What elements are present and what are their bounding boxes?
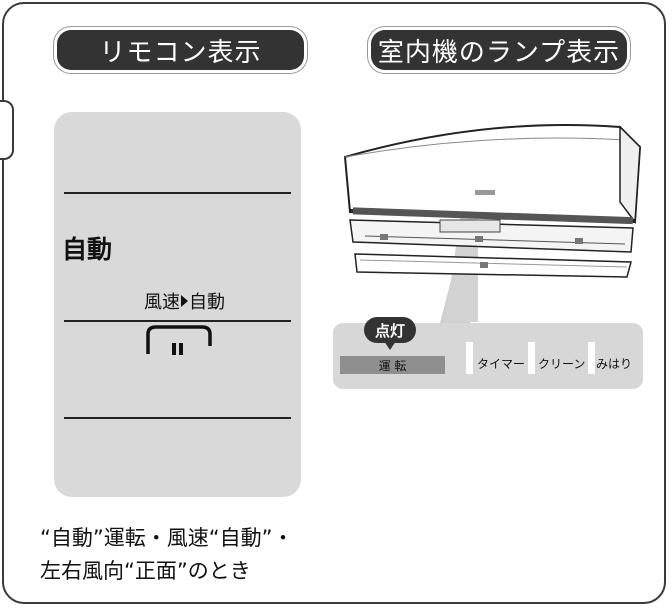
fan-level-icon (146, 325, 212, 355)
indoor-lamp-header: 室内機のランプ表示 (371, 30, 627, 70)
indoor-unit-illustration (343, 124, 642, 278)
lcd-divider (64, 417, 291, 419)
remote-lcd-panel: 自動 風速自動 (54, 112, 301, 497)
fan-speed-label: 風速 (144, 292, 180, 313)
fan-speed-display: 風速自動 (144, 288, 225, 314)
remote-display-header: リモコン表示 (57, 30, 304, 70)
fan-speed-value: 自動 (189, 292, 225, 313)
side-tab (0, 100, 14, 160)
lcd-divider (64, 320, 291, 322)
clean-lamp-label: クリーン (538, 357, 586, 371)
condition-caption: “自動”運転・風速“自動”・ 左右風向“正面”のとき (40, 522, 294, 588)
watch-lamp-label: みはり (596, 357, 633, 371)
timer-lamp-label: タイマー (477, 357, 526, 371)
clean-lamp (528, 342, 535, 374)
arrow-icon (181, 295, 188, 307)
lit-badge: 点灯 (364, 317, 416, 343)
caption-line-1: “自動”運転・風速“自動”・ (40, 526, 294, 550)
mode-display: 自動 (62, 235, 113, 264)
watch-lamp (588, 342, 595, 374)
lit-badge-pointer (384, 341, 396, 350)
operation-lamp: 運 転 (340, 356, 445, 374)
caption-line-2: 左右風向“正面”のとき (40, 559, 251, 583)
lcd-divider (64, 192, 291, 194)
timer-lamp (466, 342, 473, 374)
